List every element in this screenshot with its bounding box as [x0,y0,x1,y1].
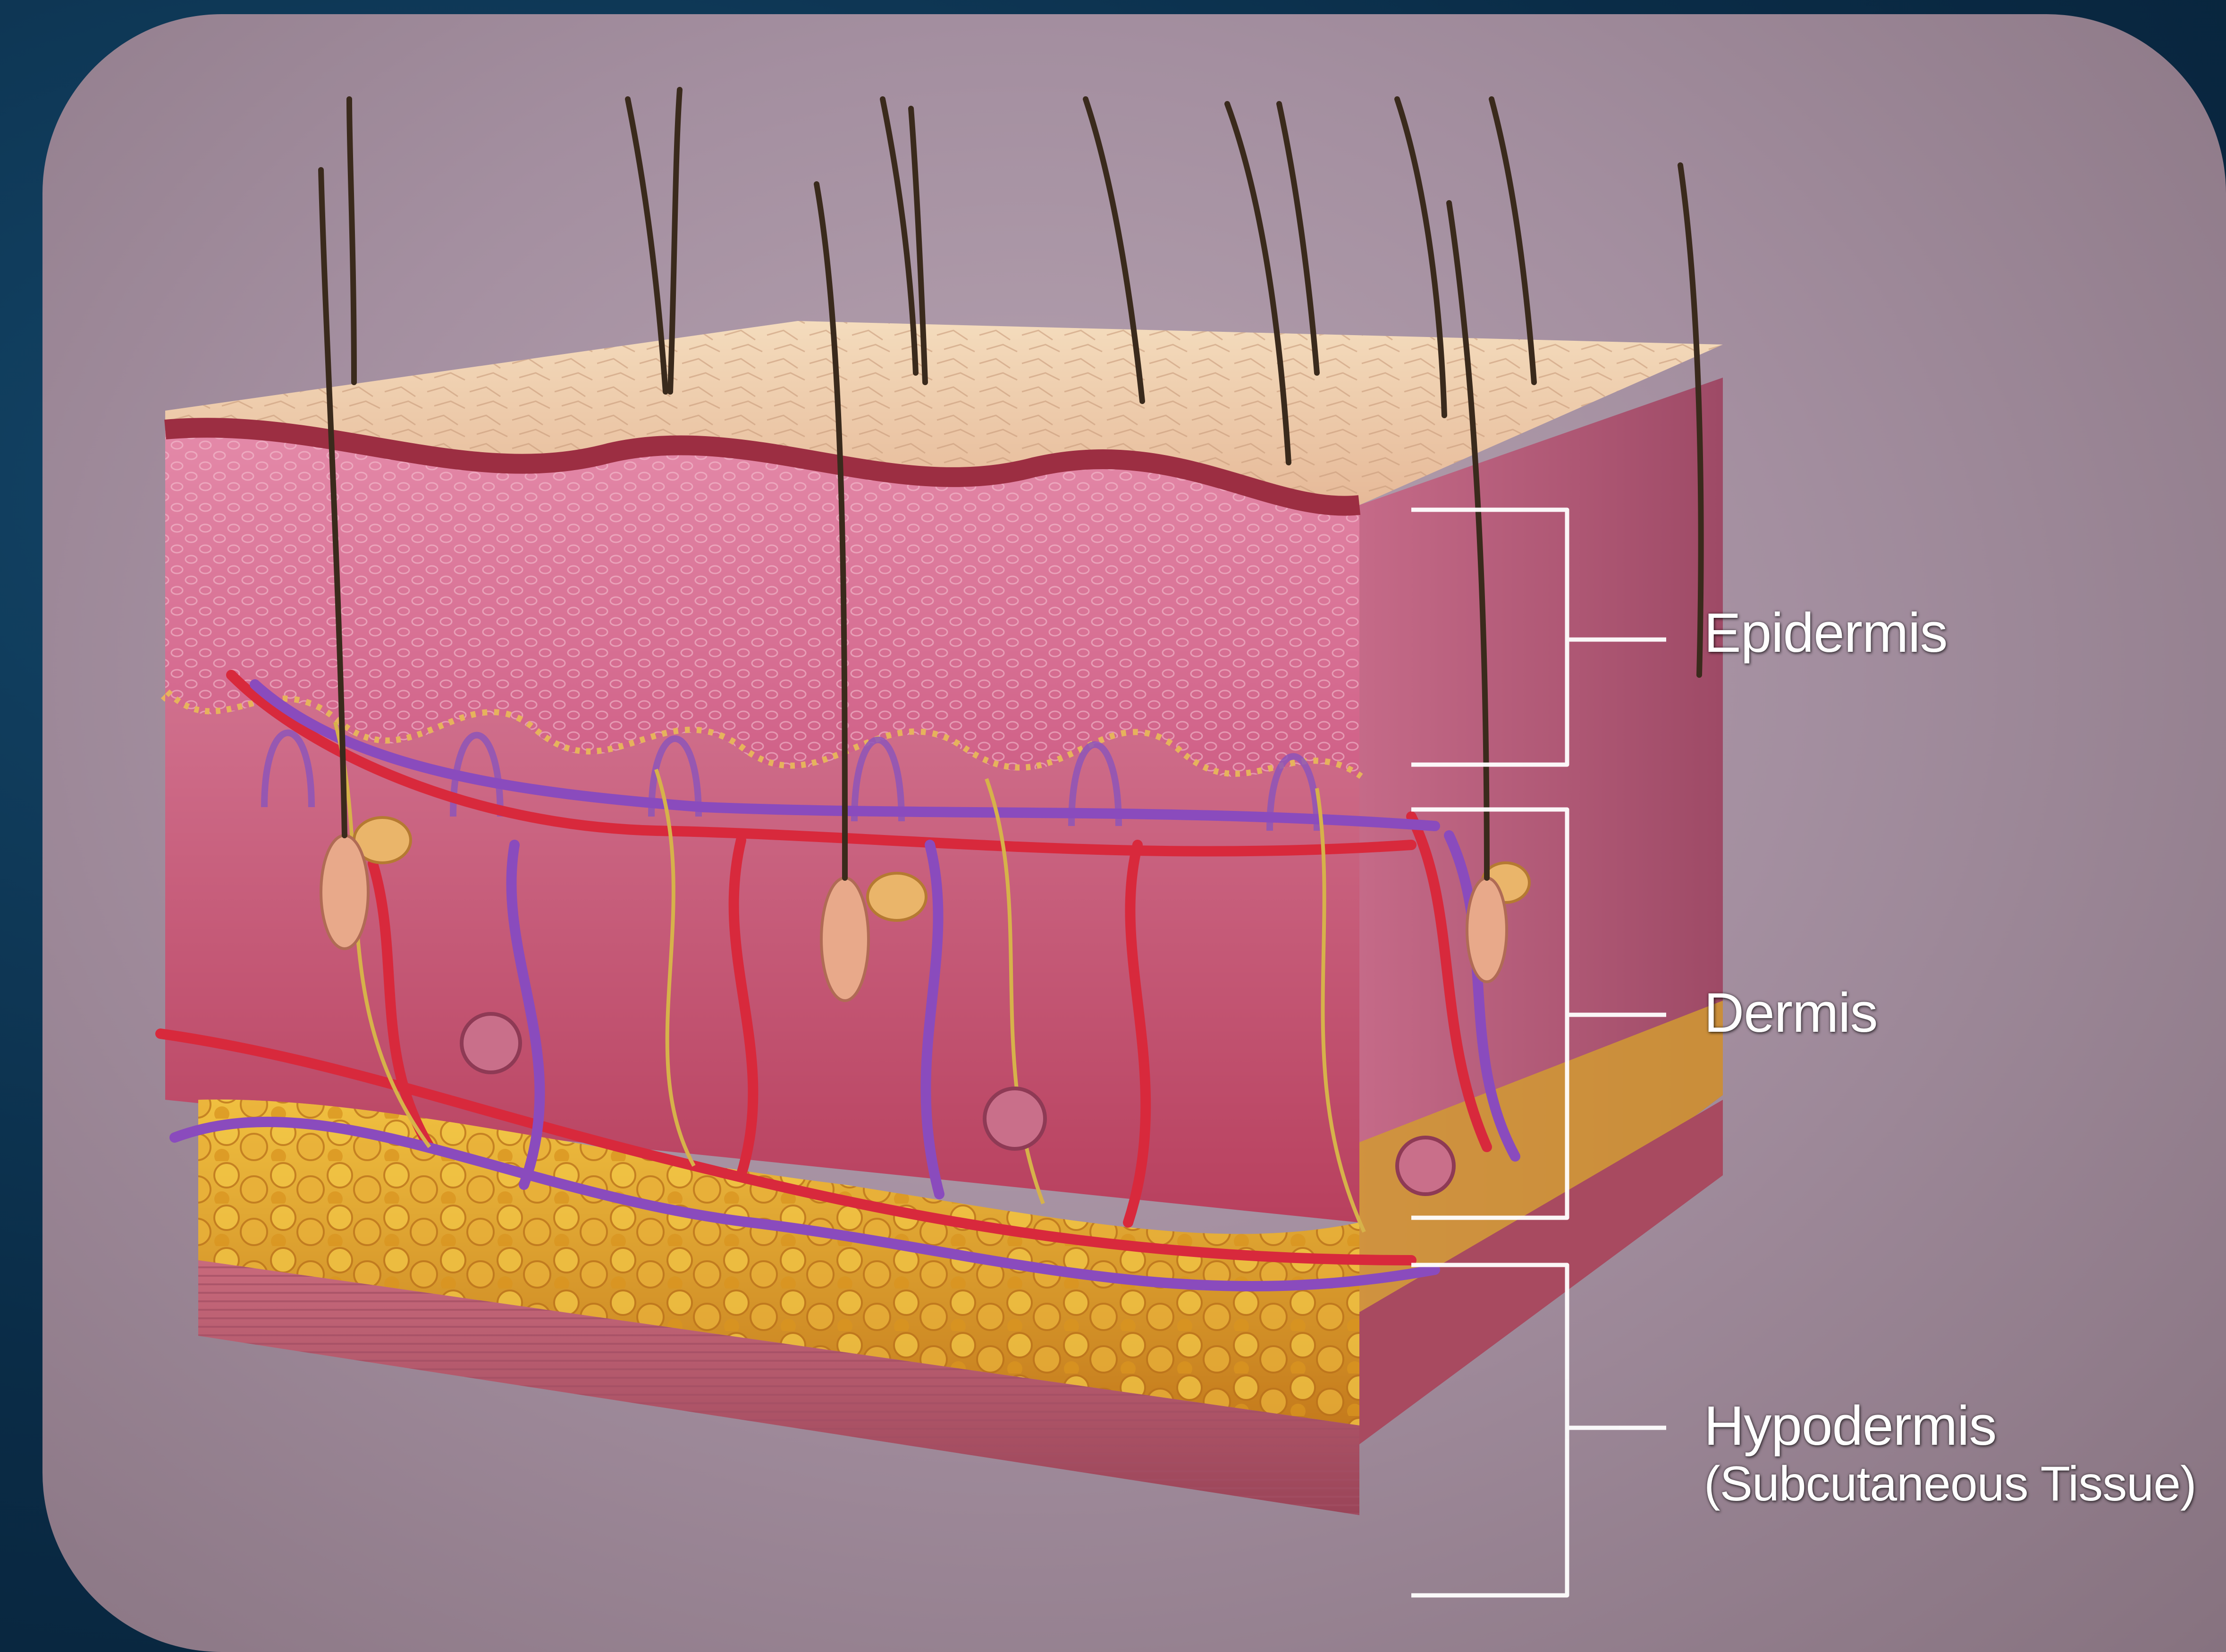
dermis-label: Dermis [1704,984,1878,1043]
illustration-card: Epidermis Dermis Hypodermis (Subcutaneou… [42,14,2226,1652]
hypodermis-sublabel: (Subcutaneous Tissue) [1704,1458,2196,1510]
hypodermis-bracket [1411,1265,1567,1595]
dermis-bracket [1411,809,1567,1218]
epidermis-bracket [1411,510,1567,765]
hypodermis-label: Hypodermis [1704,1397,1997,1456]
epidermis-label: Epidermis [1704,604,1948,663]
